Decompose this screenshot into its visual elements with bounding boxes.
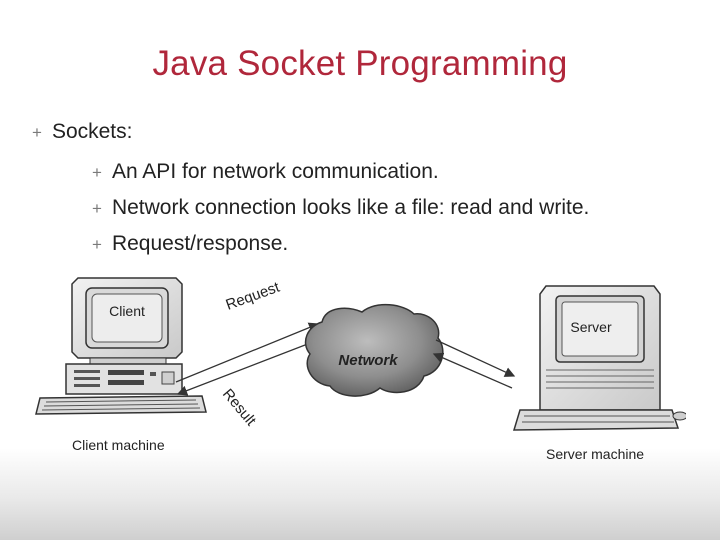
bullet-plus-icon: + bbox=[92, 235, 102, 254]
bottom-gradient bbox=[0, 448, 720, 540]
bullet-text: Network connection looks like a file: re… bbox=[111, 196, 590, 219]
bullet-text: Sockets: bbox=[51, 120, 133, 143]
bullet-plus-icon: + bbox=[32, 123, 42, 142]
client-server-diagram: Client Client machine Request Result Net… bbox=[35, 277, 686, 462]
bullet-text: Request/response. bbox=[111, 232, 289, 255]
result-label: Result bbox=[219, 386, 260, 430]
result-arrow bbox=[176, 339, 319, 396]
bullet-plus-icon: + bbox=[92, 199, 102, 218]
client-screen-label: Client bbox=[109, 303, 145, 319]
request-arrow bbox=[175, 322, 320, 383]
bullet-api: + An API for network communication. bbox=[92, 160, 439, 184]
server-caption: Server machine bbox=[546, 446, 644, 462]
client-computer-icon bbox=[35, 277, 207, 415]
server-computer-icon bbox=[512, 285, 686, 431]
slide-title: Java Socket Programming bbox=[152, 44, 568, 83]
bullet-plus-icon: + bbox=[92, 163, 102, 182]
bullet-text: An API for network communication. bbox=[111, 160, 439, 183]
network-label: Network bbox=[338, 352, 398, 369]
server-screen-label: Server bbox=[570, 319, 612, 335]
server-request-arrow bbox=[435, 339, 516, 377]
server-result-arrow bbox=[432, 352, 513, 389]
request-label: Request bbox=[224, 278, 283, 313]
bullet-request-response: + Request/response. bbox=[92, 232, 288, 256]
bullet-file: + Network connection looks like a file: … bbox=[92, 196, 589, 220]
client-caption: Client machine bbox=[72, 437, 165, 453]
network-cloud-icon bbox=[304, 303, 444, 397]
bullet-sockets: + Sockets: bbox=[32, 120, 132, 144]
